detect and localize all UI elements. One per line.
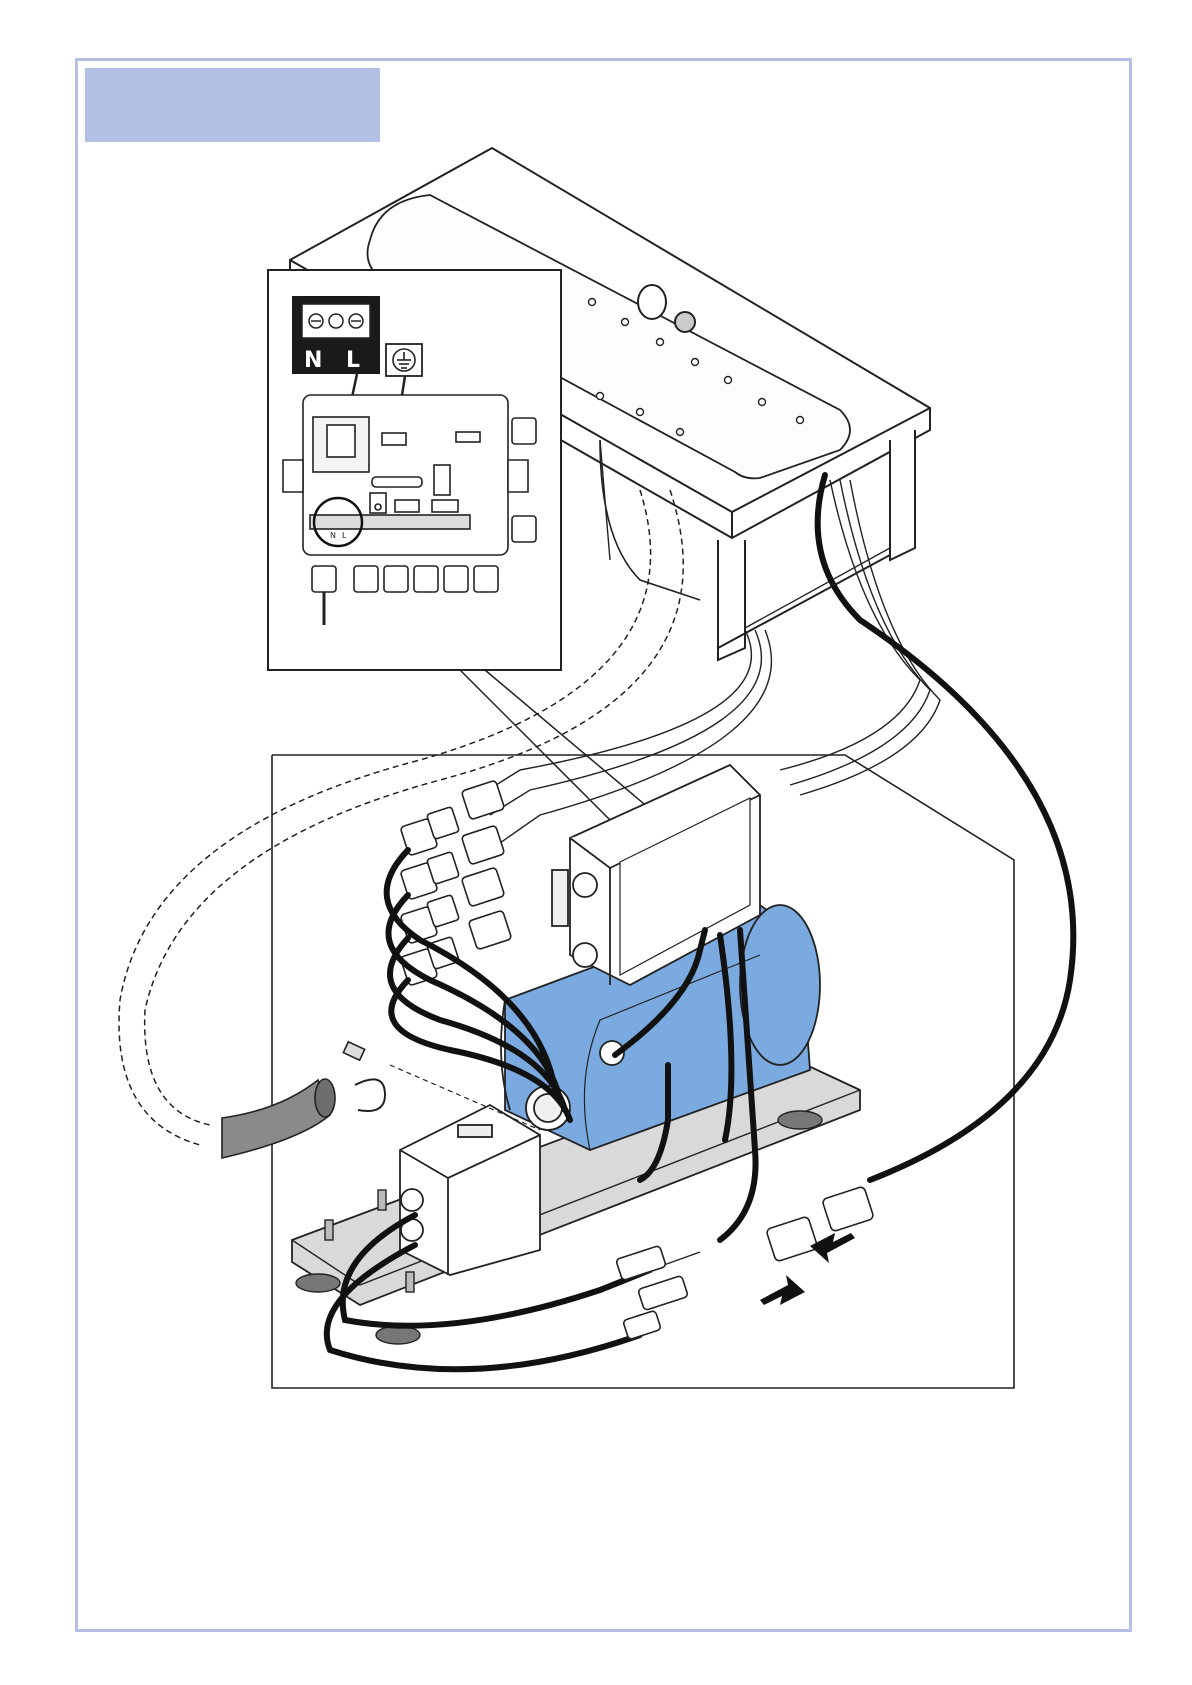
screw-terminal-icon: [329, 314, 343, 328]
hose-clamp: [355, 1079, 385, 1111]
plug-connectors: [400, 780, 512, 986]
terminal-label-l: L: [346, 348, 360, 373]
arrow-icon: [760, 1275, 805, 1305]
tub-speaker: [675, 312, 695, 332]
arrow-icon: [810, 1233, 855, 1263]
terminal-label-n: N: [304, 348, 322, 373]
tub-control-knob: [638, 285, 666, 319]
board-label-l: L: [342, 531, 347, 540]
relay-box: [400, 1105, 540, 1275]
board-label-n: N: [330, 531, 336, 540]
